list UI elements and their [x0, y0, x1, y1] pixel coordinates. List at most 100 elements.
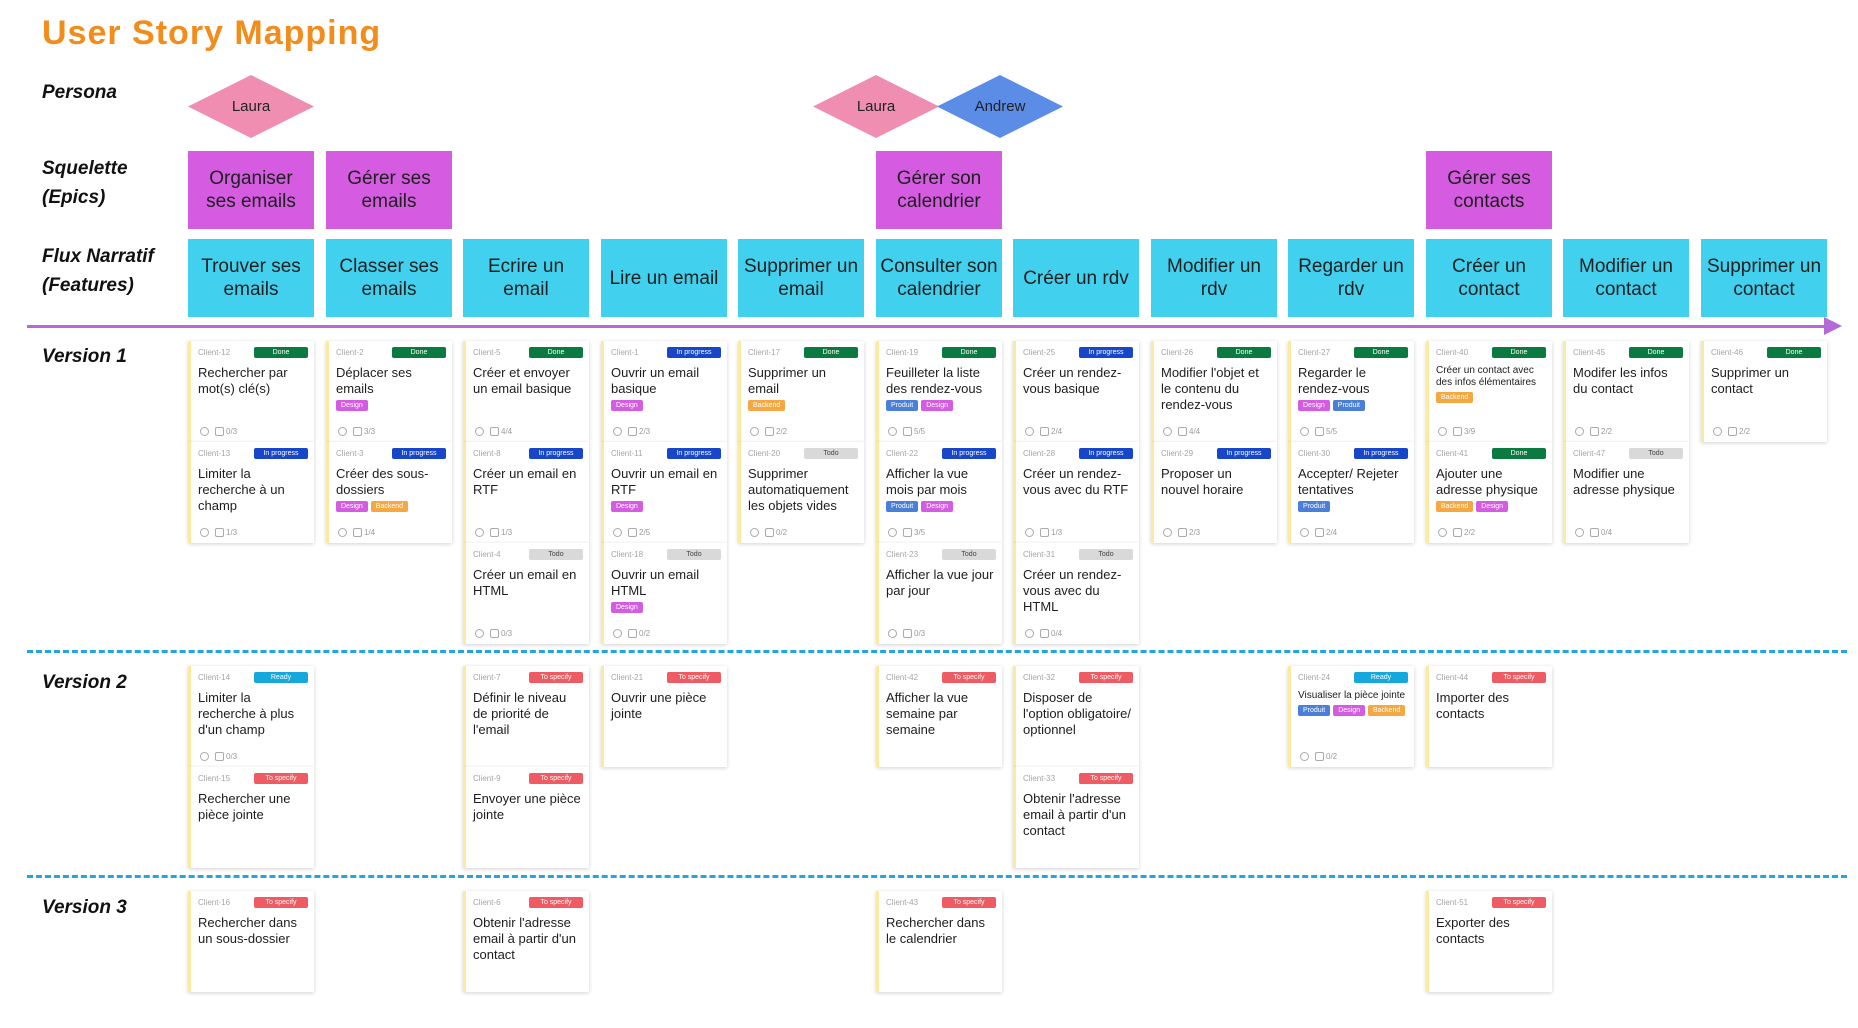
card-id: Client-29 [1161, 448, 1194, 458]
card-title: Envoyer une pièce jointe [473, 791, 581, 822]
tag-backend: Backend [1367, 705, 1406, 716]
feature-card[interactable]: Modifier un rdv [1151, 239, 1277, 317]
estimate-icon [338, 528, 347, 537]
status-badge: Done [1767, 346, 1821, 358]
persona-andrew: Andrew [937, 75, 1063, 138]
feature-card[interactable]: Supprimer un contact [1701, 239, 1827, 317]
timeline-arrow-head [1824, 317, 1842, 335]
feature-card[interactable]: Consulter son calendrier [876, 239, 1002, 317]
feature-card[interactable]: Créer un rdv [1013, 239, 1139, 317]
subtask-count-value: 3/3 [364, 427, 376, 436]
feature-card[interactable]: Regarder un rdv [1288, 239, 1414, 317]
feature-card[interactable]: Lire un email [601, 239, 727, 317]
card-id: Client-28 [1023, 448, 1056, 458]
subtask-count-value: 1/4 [364, 528, 376, 537]
status-badge: Done [1492, 346, 1546, 358]
card-id: Client-45 [1573, 347, 1606, 357]
epics-label-line1: Squelette [42, 158, 128, 179]
status-badge: Done [1492, 447, 1546, 459]
epic-card[interactable]: Gérer ses emails [326, 151, 452, 229]
feature-card[interactable]: Ecrire un email [463, 239, 589, 317]
epic-card[interactable]: Organiser ses emails [188, 151, 314, 229]
card-title: Ajouter une adresse physique [1436, 466, 1538, 497]
feature-card[interactable]: Modifier un contact [1563, 239, 1689, 317]
persona-label: Persona [42, 82, 117, 103]
card-footer: 1/4 [338, 528, 375, 537]
epic-card[interactable]: Gérer ses contacts [1426, 151, 1552, 229]
card-footer: 1/3 [1025, 528, 1062, 537]
card-header: Client-41 Done [1436, 446, 1546, 460]
status-badge: To specify [529, 896, 583, 908]
card-id: Client-41 [1436, 448, 1469, 458]
features-row-label: Flux Narratif (Features) [42, 242, 154, 300]
checkbox-icon [1040, 629, 1049, 638]
feature-card[interactable]: Créer un contact [1426, 239, 1552, 317]
subtask-count: 1/4 [353, 528, 375, 537]
feature-card[interactable]: Supprimer un email [738, 239, 864, 317]
card-title: Supprimer un email [748, 365, 827, 396]
epic-card[interactable]: Gérer son calendrier [876, 151, 1002, 229]
card-id: Client-6 [473, 897, 501, 907]
feature-card[interactable]: Classer ses emails [326, 239, 452, 317]
card-id: Client-14 [198, 672, 231, 682]
card-title: Créer et envoyer un email basique [473, 365, 572, 396]
feature-card[interactable]: Trouver ses emails [188, 239, 314, 317]
subtask-count-value: 2/2 [1601, 427, 1613, 436]
subtask-count: 1/3 [490, 528, 512, 537]
persona-name: Laura [231, 98, 271, 115]
subtask-count: 2/4 [1040, 427, 1062, 436]
